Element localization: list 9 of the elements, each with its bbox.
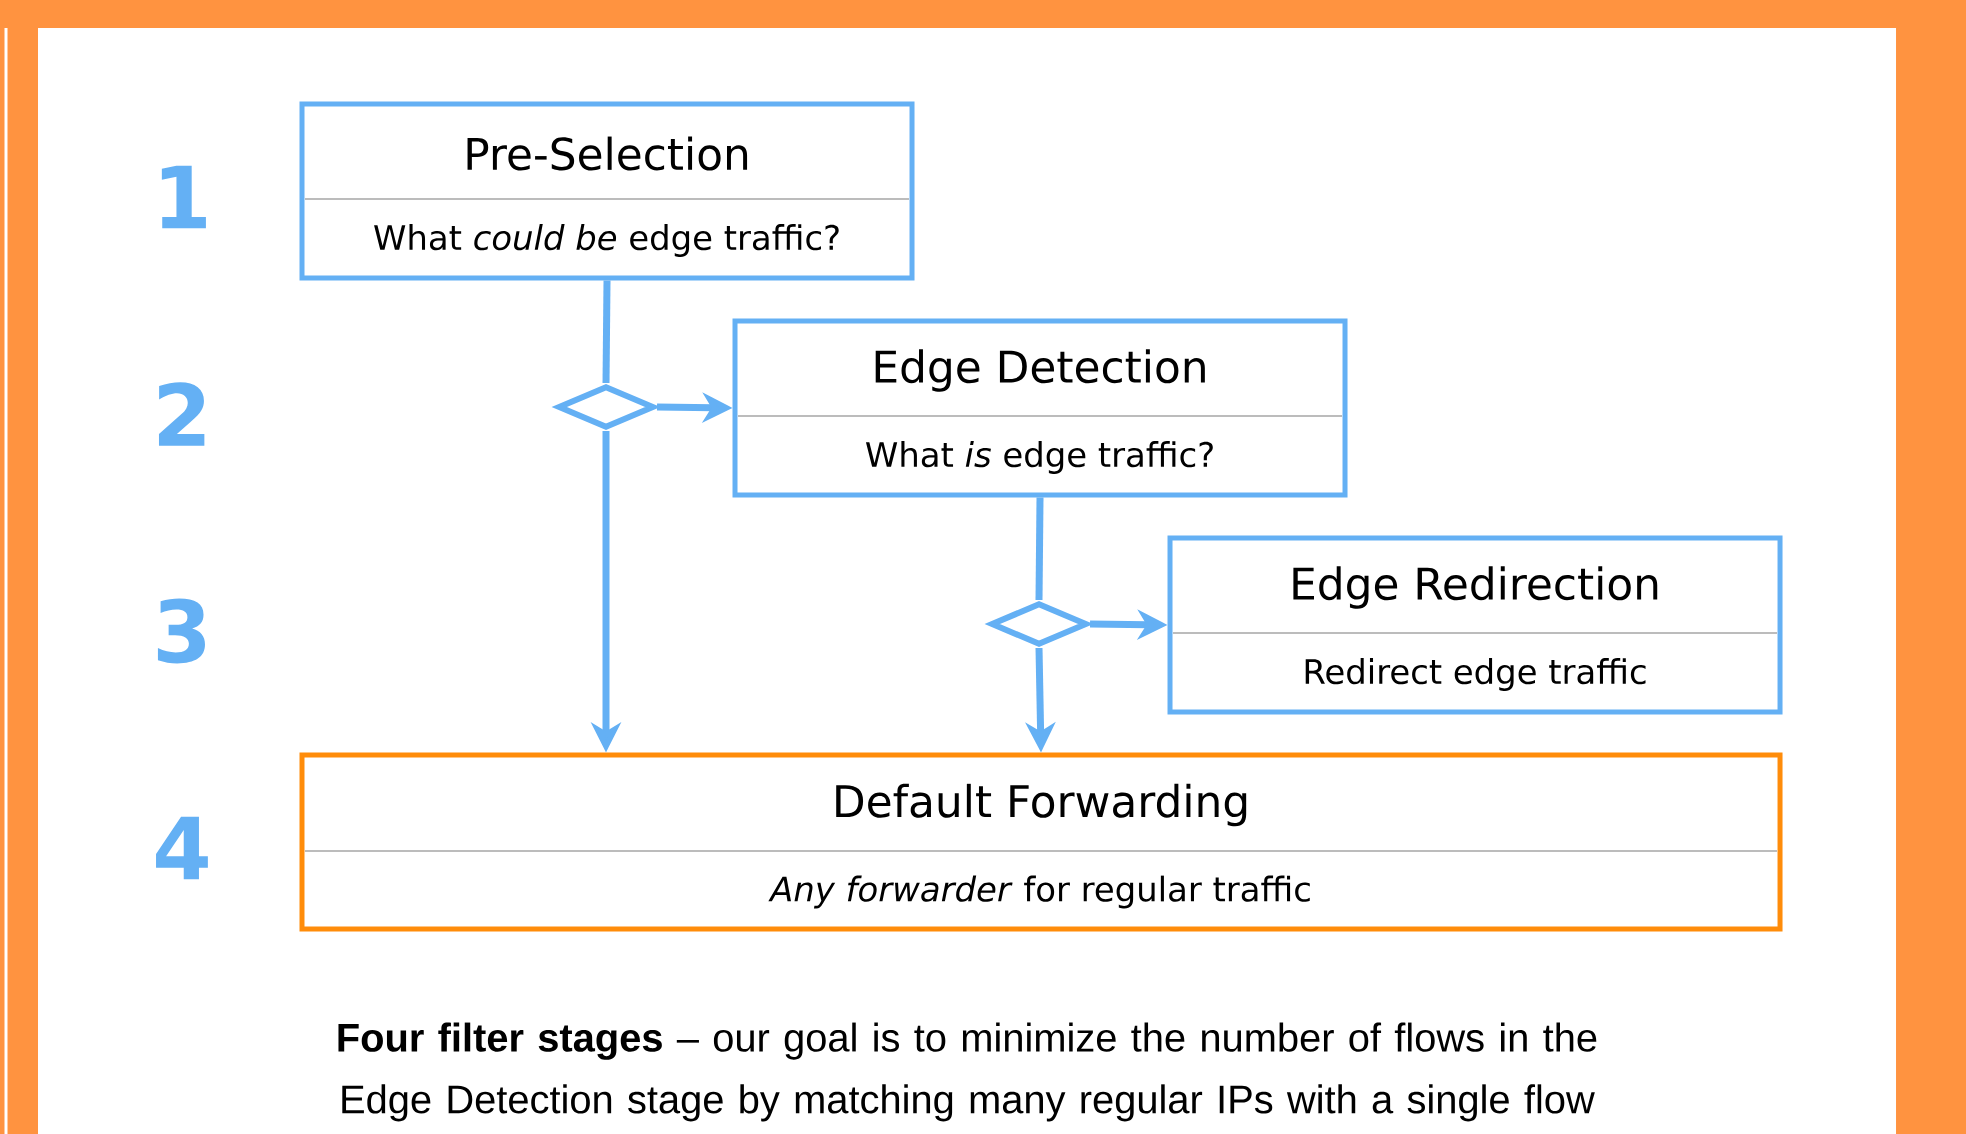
stage-box: Pre-Selection What could be edge traffic? (299, 101, 915, 281)
stage-number: 4 (156, 816, 208, 880)
stage-box: Edge Detection What is edge traffic? (732, 318, 1348, 498)
stage-number: 2 (159, 382, 205, 446)
stage-box: Default Forwarding Any forwarder for regular traffic (299, 752, 1783, 932)
caption-text: Four filter stages – our goal is to minimize the number of flows in the Edge Detection stage by matching many regular IPs with a single flow (338, 1022, 1597, 1122)
stage-number: 1 (161, 165, 206, 229)
stage-number: 3 (157, 598, 205, 664)
stage-box: Edge Redirection Redirect edge traffic (1167, 535, 1783, 715)
